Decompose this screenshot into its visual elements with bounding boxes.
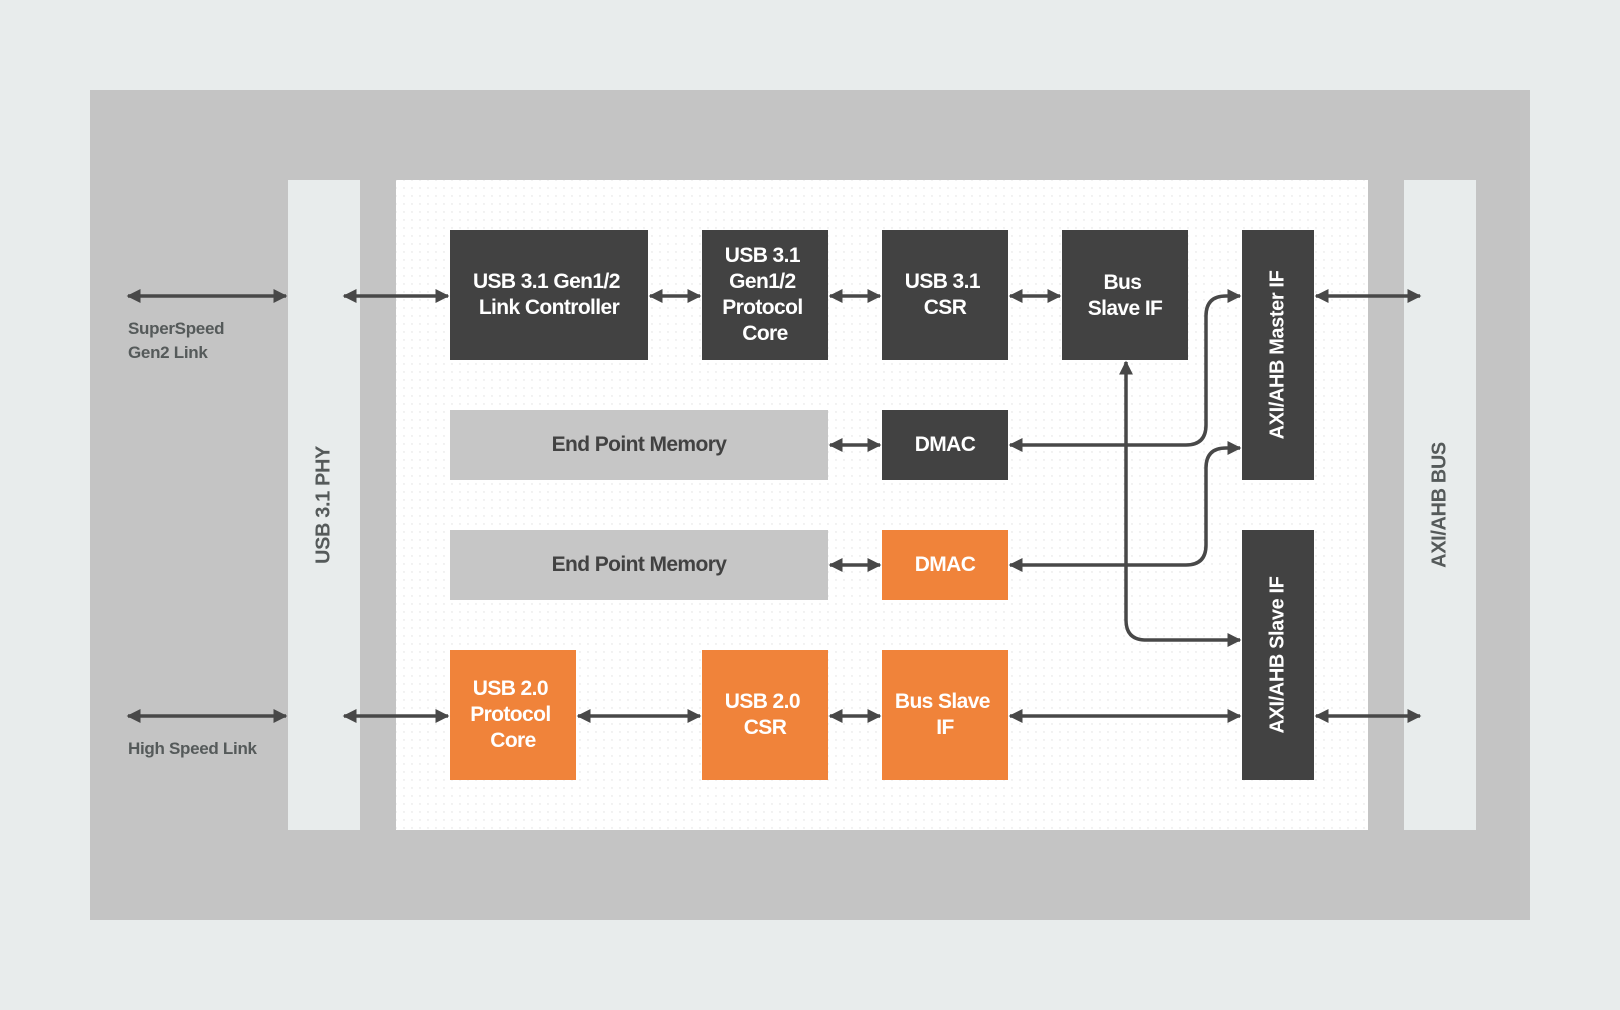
superspeed-link-line-2: Gen2 Link bbox=[128, 343, 208, 362]
ep-memory-2-line-1: End Point Memory bbox=[552, 553, 728, 576]
protocol-core-20-line-2: Protocol bbox=[470, 703, 550, 726]
blocks: USB 3.1 Gen1/2 Link Controller USB 3.1 G… bbox=[450, 230, 1314, 780]
high-speed-link-line-1: High Speed Link bbox=[128, 739, 258, 758]
protocol-core-20-block bbox=[450, 650, 576, 780]
dmac-1-label: DMAC bbox=[915, 433, 976, 456]
ep-memory-2-label: End Point Memory bbox=[552, 553, 728, 576]
csr-31-block bbox=[882, 230, 1008, 360]
protocol-core-31-block bbox=[702, 230, 828, 360]
bus-slave-if-20-line-2: IF bbox=[936, 716, 954, 739]
protocol-core-31-line-3: Protocol bbox=[722, 296, 802, 319]
superspeed-link-label: SuperSpeed Gen2 Link bbox=[128, 319, 229, 362]
csr-20-block bbox=[702, 650, 828, 780]
bus-slave-if-20-label: Bus Slave IF bbox=[895, 690, 995, 739]
protocol-core-20-label: USB 2.0 Protocol Core bbox=[470, 677, 556, 752]
ep-memory-1-block bbox=[450, 410, 828, 480]
ep-memory-1-line-1: End Point Memory bbox=[552, 433, 728, 456]
dmac-2-block bbox=[882, 530, 1008, 600]
protocol-core-31-line-1: USB 3.1 bbox=[725, 244, 801, 267]
dmac-2-line-1: DMAC bbox=[915, 553, 976, 576]
dmac-2-label: DMAC bbox=[915, 553, 976, 576]
superspeed-link-line-1: SuperSpeed bbox=[128, 319, 224, 338]
slave-if-block bbox=[1242, 530, 1314, 780]
ep-memory-1-label: End Point Memory bbox=[552, 433, 728, 456]
csr-20-label: USB 2.0 CSR bbox=[725, 690, 805, 739]
protocol-core-20-line-3: Core bbox=[490, 729, 535, 752]
master-if-block bbox=[1242, 230, 1314, 480]
bus-slave-if-20-block bbox=[882, 650, 1008, 780]
phy-bar-label: USB 3.1 PHY bbox=[312, 445, 334, 564]
axi-ahb-bus-label: AXI/AHB BUS bbox=[1428, 442, 1450, 568]
csr-31-line-2: CSR bbox=[924, 296, 967, 319]
csr-31-line-1: USB 3.1 bbox=[905, 270, 981, 293]
bus-slave-if-31-label: Bus Slave IF bbox=[1088, 271, 1163, 320]
protocol-core-31-label: USB 3.1 Gen1/2 Protocol Core bbox=[722, 244, 808, 345]
high-speed-link-label: High Speed Link bbox=[128, 739, 258, 758]
link-controller-block bbox=[450, 230, 648, 360]
ep-memory-2-block bbox=[450, 530, 828, 600]
protocol-core-31-line-4: Core bbox=[742, 322, 787, 345]
bus-slave-if-31-line-2: Slave IF bbox=[1088, 297, 1163, 320]
link-controller-line-2: Link Controller bbox=[479, 296, 620, 319]
protocol-core-31-line-2: Gen1/2 bbox=[729, 270, 795, 293]
link-controller-line-1: USB 3.1 Gen1/2 bbox=[473, 270, 620, 293]
connector-bus-slave-if-slave-if bbox=[1119, 360, 1242, 647]
link-controller-label: USB 3.1 Gen1/2 Link Controller bbox=[473, 270, 625, 319]
csr-20-line-1: USB 2.0 bbox=[725, 690, 800, 713]
slave-if-label: AXI/AHB Slave IF bbox=[1266, 576, 1288, 733]
dmac-1-block bbox=[882, 410, 1008, 480]
protocol-core-20-line-1: USB 2.0 bbox=[473, 677, 548, 700]
bus-slave-if-20-line-1: Bus Slave bbox=[895, 690, 990, 713]
csr-31-label: USB 3.1 CSR bbox=[905, 270, 985, 319]
bus-slave-if-31-block bbox=[1062, 230, 1188, 360]
master-if-label: AXI/AHB Master IF bbox=[1266, 270, 1288, 439]
connectors bbox=[126, 289, 1422, 723]
csr-20-line-2: CSR bbox=[744, 716, 787, 739]
dmac-1-line-1: DMAC bbox=[915, 433, 976, 456]
bus-slave-if-31-line-1: Bus bbox=[1103, 271, 1141, 294]
